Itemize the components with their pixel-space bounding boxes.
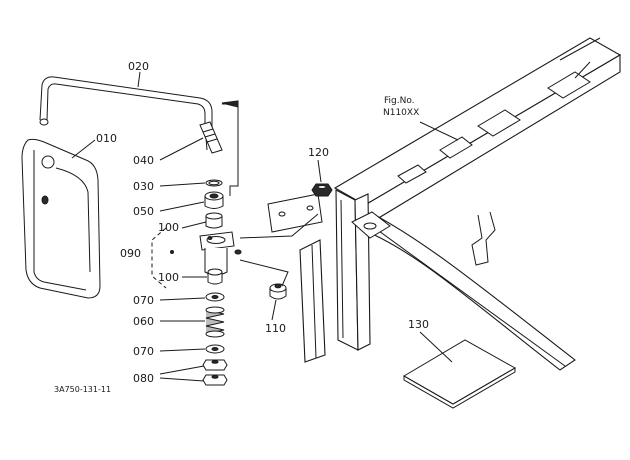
callout-050: 050 (133, 205, 154, 218)
nut-part-080-upper (202, 359, 228, 371)
callout-010: 010 (96, 132, 117, 145)
washer-part-070-upper (205, 292, 225, 302)
nut-part-120 (311, 183, 333, 197)
screw-part-110 (269, 283, 287, 300)
callout-130: 130 (408, 318, 429, 331)
callout-120: 120 (308, 146, 329, 159)
mirror-stay-part-020 (39, 76, 216, 151)
spring-part-060 (205, 306, 225, 338)
fig-no-value: N110XX (383, 108, 419, 118)
callout-020: 020 (128, 60, 149, 73)
mirror-part-010 (21, 138, 101, 299)
callout-080: 080 (133, 372, 154, 385)
callout-110: 110 (265, 322, 286, 335)
fig-no-label: Fig.No. (384, 96, 415, 106)
callout-070-upper: 070 (133, 294, 154, 307)
collar-part-100-upper (205, 212, 223, 229)
leader-lines (71, 71, 459, 382)
callout-070-lower: 070 (133, 345, 154, 358)
callout-100-upper: 100 (158, 221, 179, 234)
callout-100-lower: 100 (158, 271, 179, 284)
callout-labels: 010 020 040 030 050 100 090 100 070 060 … (54, 60, 429, 394)
callout-090: 090 (120, 247, 141, 260)
o-ring-part-030 (205, 179, 223, 187)
sheet-part-130 (403, 339, 517, 409)
nut-part-080-lower (202, 374, 228, 386)
callout-060: 060 (133, 315, 154, 328)
callout-030: 030 (133, 180, 154, 193)
washer-part-070-lower (205, 344, 225, 354)
drawing-code: 3A750-131-11 (54, 385, 111, 394)
frame-structure (267, 37, 622, 371)
collar-part-100-lower (207, 268, 223, 285)
holder-part-090 (170, 231, 242, 276)
bolt-part-040 (199, 121, 223, 154)
bushing-part-050 (204, 191, 224, 209)
callout-040: 040 (133, 154, 154, 167)
